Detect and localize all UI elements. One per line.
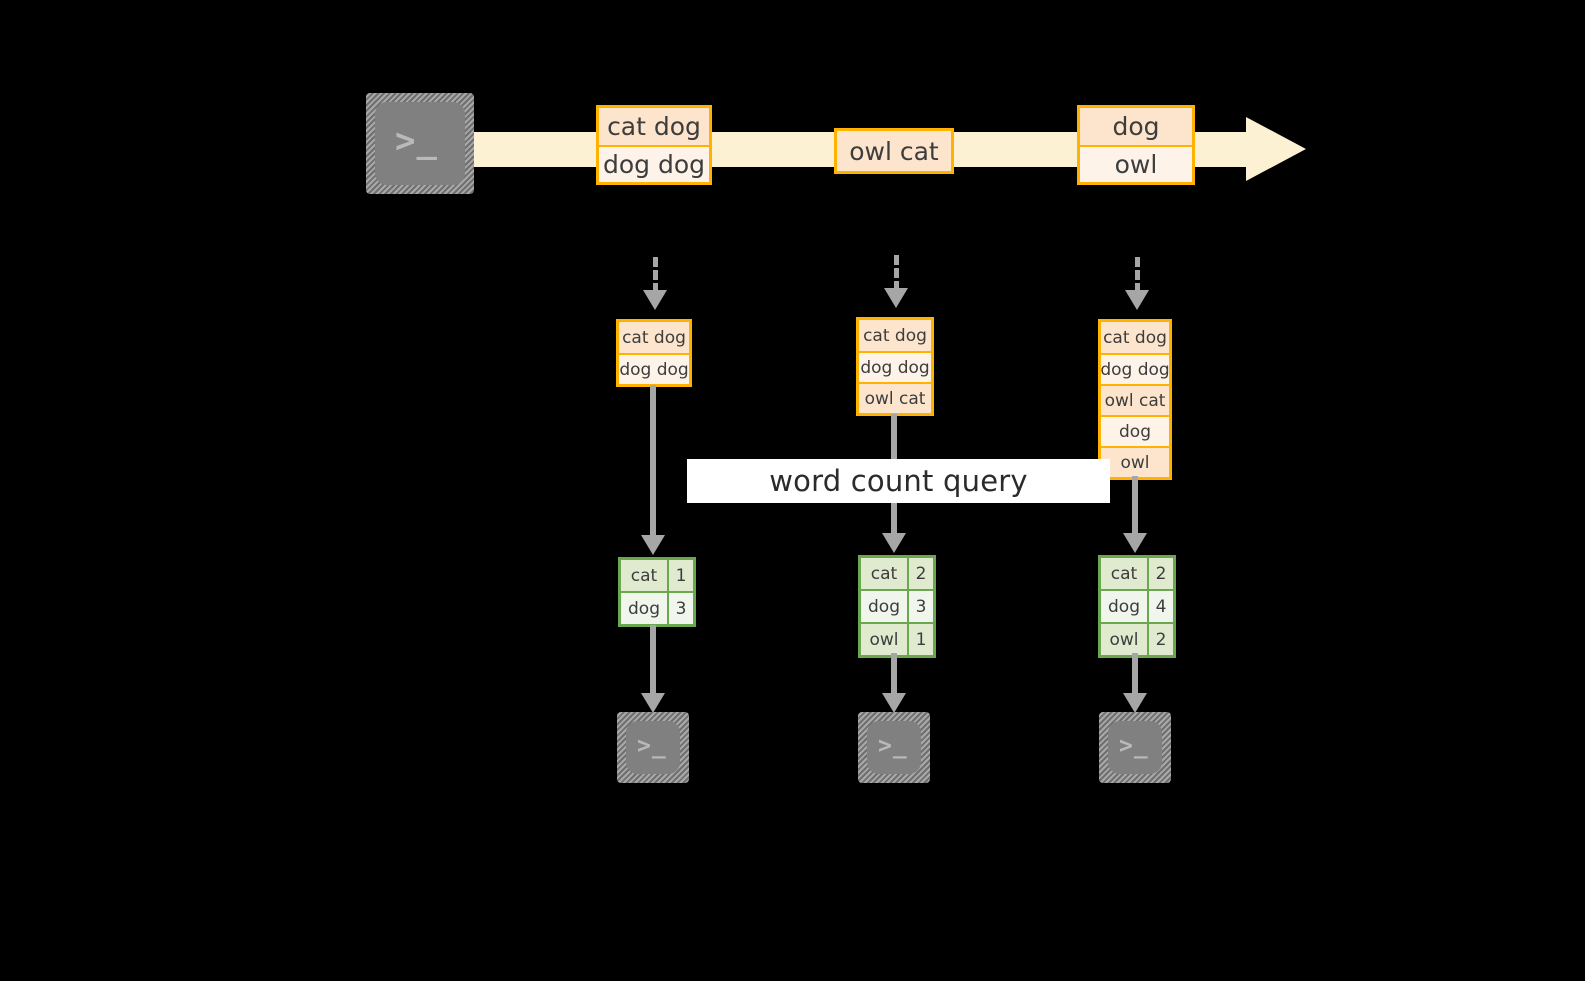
result-table-2: cat 2 dog 3 owl 1 bbox=[858, 555, 936, 658]
feed-arrow-line-2 bbox=[894, 255, 899, 291]
terminal-screen: >_ bbox=[1108, 721, 1162, 774]
sink-arrow-head-1 bbox=[641, 693, 665, 713]
event-log-2: cat dog dog dog owl cat bbox=[856, 317, 934, 416]
stream-event-row: owl cat bbox=[837, 131, 951, 171]
event-log-row: owl bbox=[1101, 446, 1169, 477]
table-row: owl 2 bbox=[1101, 622, 1173, 655]
stream-event-1: cat dog dog dog bbox=[596, 105, 712, 185]
terminal-prompt-glyph: >_ bbox=[395, 121, 438, 161]
result-word: dog bbox=[621, 593, 667, 624]
event-log-row: dog bbox=[1101, 415, 1169, 446]
event-log-row: cat dog bbox=[619, 322, 689, 353]
terminal-prompt-glyph: >_ bbox=[637, 733, 667, 759]
table-row: dog 3 bbox=[621, 591, 693, 624]
terminal-screen: >_ bbox=[375, 102, 465, 185]
query-arrow-head-2 bbox=[882, 533, 906, 553]
stream-event-2: owl cat bbox=[834, 128, 954, 174]
result-word: dog bbox=[1101, 591, 1147, 622]
stream-event-row: dog bbox=[1080, 108, 1192, 145]
table-row: dog 4 bbox=[1101, 589, 1173, 622]
result-table-1: cat 1 dog 3 bbox=[618, 557, 696, 627]
sink-arrow-line-3 bbox=[1132, 653, 1138, 701]
query-arrow-line-3 bbox=[1132, 476, 1138, 548]
sink-arrow-head-3 bbox=[1123, 693, 1147, 713]
event-log-row: dog dog bbox=[1100, 353, 1170, 384]
result-word: cat bbox=[1101, 558, 1147, 589]
query-arrow-head-3 bbox=[1123, 533, 1147, 553]
feed-arrow-head-2 bbox=[884, 288, 908, 308]
event-log-row: cat dog bbox=[1101, 322, 1169, 353]
query-arrow-line-1 bbox=[650, 385, 656, 550]
feed-arrow-head-1 bbox=[643, 290, 667, 310]
event-log-row: owl cat bbox=[859, 382, 931, 413]
result-word: cat bbox=[861, 558, 907, 589]
result-count: 1 bbox=[667, 560, 693, 591]
event-log-row: dog dog bbox=[859, 351, 931, 382]
sink-terminal-icon-2: >_ bbox=[858, 712, 930, 783]
result-count: 4 bbox=[1147, 591, 1173, 622]
stream-event-row: dog dog bbox=[599, 145, 709, 182]
result-word: cat bbox=[621, 560, 667, 591]
result-count: 2 bbox=[1147, 624, 1173, 655]
sink-arrow-line-1 bbox=[650, 625, 656, 700]
event-stream-arrowhead bbox=[1246, 117, 1306, 181]
result-word: owl bbox=[861, 624, 907, 655]
source-terminal-icon: >_ bbox=[366, 93, 474, 194]
feed-arrow-line-3 bbox=[1135, 257, 1140, 293]
terminal-prompt-glyph: >_ bbox=[1119, 733, 1149, 759]
query-banner-label: word count query bbox=[769, 464, 1028, 498]
result-count: 1 bbox=[907, 624, 933, 655]
result-table-3: cat 2 dog 4 owl 2 bbox=[1098, 555, 1176, 658]
table-row: dog 3 bbox=[861, 589, 933, 622]
result-word: dog bbox=[861, 591, 907, 622]
sink-terminal-icon-1: >_ bbox=[617, 712, 689, 783]
feed-arrow-head-3 bbox=[1125, 290, 1149, 310]
event-log-row: owl cat bbox=[1101, 384, 1169, 415]
stream-event-row: cat dog bbox=[599, 108, 709, 145]
terminal-prompt-glyph: >_ bbox=[878, 733, 908, 759]
table-row: cat 2 bbox=[861, 558, 933, 589]
event-log-3: cat dog dog dog owl cat dog owl bbox=[1098, 319, 1172, 480]
query-arrow-head-1 bbox=[641, 535, 665, 555]
result-count: 2 bbox=[907, 558, 933, 589]
result-count: 3 bbox=[907, 591, 933, 622]
result-count: 2 bbox=[1147, 558, 1173, 589]
sink-terminal-icon-3: >_ bbox=[1099, 712, 1171, 783]
result-word: owl bbox=[1101, 624, 1147, 655]
sink-arrow-head-2 bbox=[882, 693, 906, 713]
event-log-1: cat dog dog dog bbox=[616, 319, 692, 387]
table-row: cat 1 bbox=[621, 560, 693, 591]
sink-arrow-line-2 bbox=[891, 653, 897, 701]
event-log-row: dog dog bbox=[619, 353, 689, 384]
table-row: owl 1 bbox=[861, 622, 933, 655]
result-count: 3 bbox=[667, 593, 693, 624]
stream-event-3: dog owl bbox=[1077, 105, 1195, 185]
stream-event-row: owl bbox=[1080, 145, 1192, 182]
event-log-row: cat dog bbox=[859, 320, 931, 351]
table-row: cat 2 bbox=[1101, 558, 1173, 589]
feed-arrow-line-1 bbox=[653, 257, 658, 293]
terminal-screen: >_ bbox=[626, 721, 680, 774]
terminal-screen: >_ bbox=[867, 721, 921, 774]
query-banner: word count query bbox=[687, 459, 1110, 503]
